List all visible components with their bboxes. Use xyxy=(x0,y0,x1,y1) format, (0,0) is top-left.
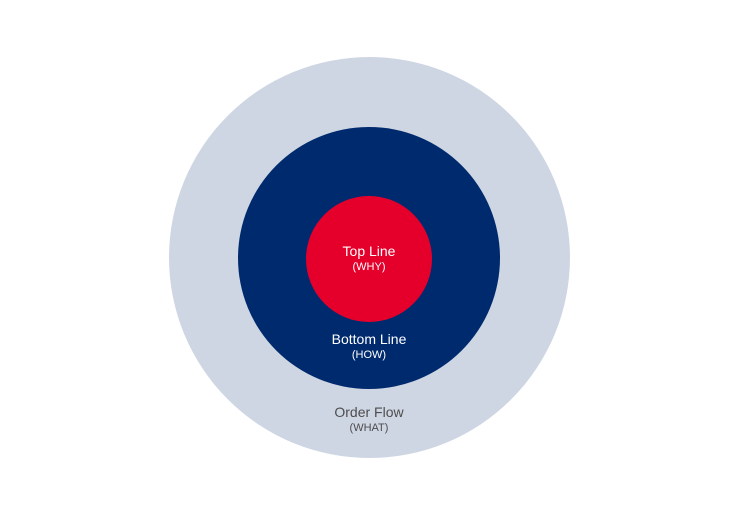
ring-inner-title: Top Line xyxy=(342,243,396,259)
ring-middle-label: Bottom Line (HOW) xyxy=(249,332,489,361)
ring-inner-label: Top Line (WHY) xyxy=(249,244,489,273)
ring-inner xyxy=(306,196,432,322)
ring-outer-subtitle: (WHAT) xyxy=(349,422,389,434)
ring-outer-title: Order Flow xyxy=(334,404,404,420)
ring-outer-label: Order Flow (WHAT) xyxy=(249,405,489,434)
ring-inner-subtitle: (WHY) xyxy=(352,261,386,273)
ring-middle-subtitle: (HOW) xyxy=(351,349,387,361)
ring-middle-title: Bottom Line xyxy=(331,331,407,347)
